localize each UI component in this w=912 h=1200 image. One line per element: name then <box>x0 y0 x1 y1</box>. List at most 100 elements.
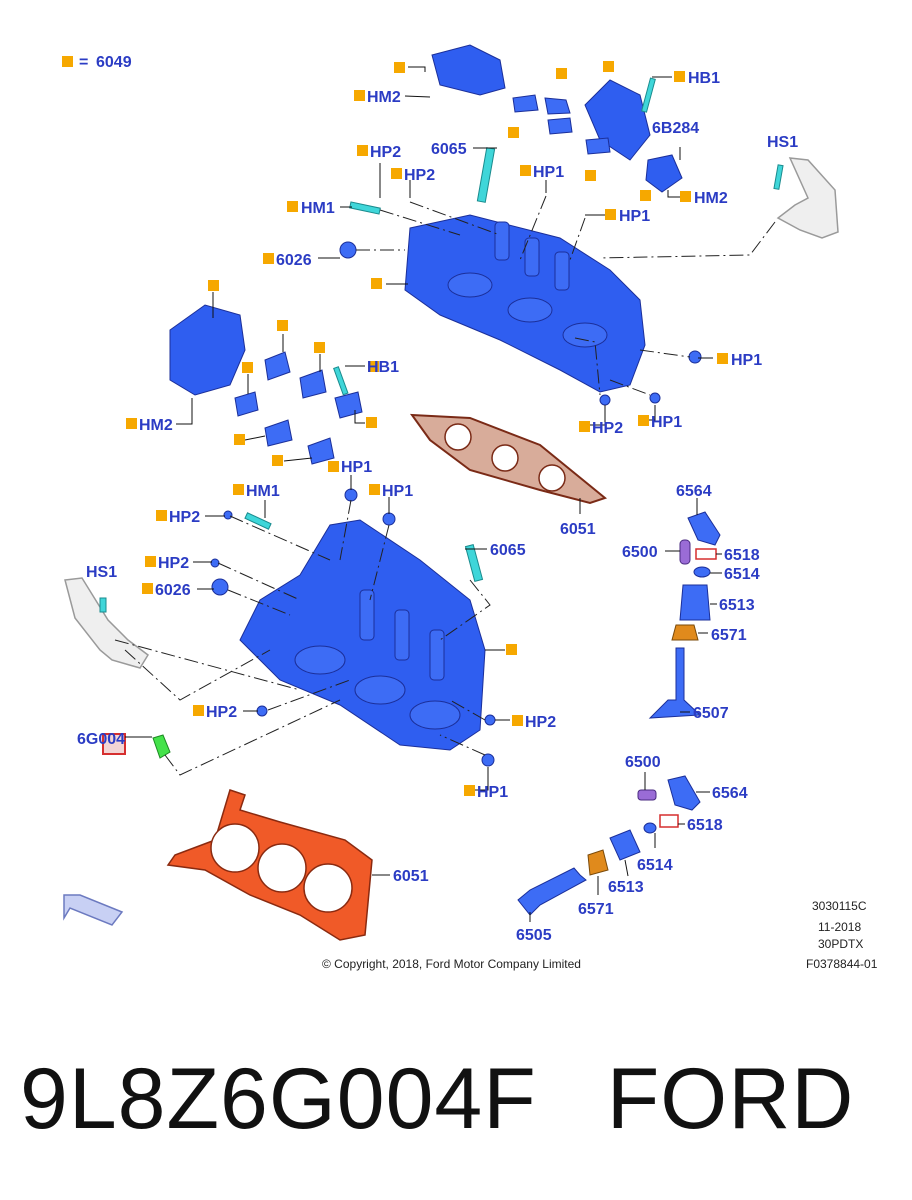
rocker-arm-6564-b <box>667 775 701 811</box>
dashed-line <box>574 337 601 396</box>
keepers-6518-a <box>695 548 717 560</box>
callout-6051: 6051 <box>393 868 429 885</box>
callout-6507: 6507 <box>693 705 729 722</box>
callout-hp1: HP1 <box>731 352 762 369</box>
lower-head-gasket <box>166 789 373 941</box>
dashed-line <box>164 699 341 776</box>
upper-head-gasket <box>409 413 608 505</box>
exploded-parts-diagram: = 6049 <box>62 44 878 971</box>
callout-hm1: HM1 <box>301 200 335 217</box>
part-number: 9L8Z6G004F <box>20 1051 537 1147</box>
callout-hs1: HS1 <box>86 564 117 581</box>
plug <box>484 714 496 726</box>
dashed-line <box>229 515 331 561</box>
part-6b284 <box>645 154 683 193</box>
dashed-line <box>569 217 586 261</box>
callout-6514: 6514 <box>724 566 760 583</box>
dashed-line <box>439 579 491 641</box>
plug-6026-lower <box>211 578 229 596</box>
direction-arrow-icon <box>63 894 124 926</box>
plug <box>210 558 220 568</box>
highlight-box <box>102 733 126 755</box>
callout-hp1: HP1 <box>533 164 564 181</box>
lower-cylinder-head <box>239 519 486 751</box>
callout-hb1: HB1 <box>367 359 399 376</box>
dashed-line <box>339 499 352 561</box>
legend-marker <box>62 56 73 67</box>
dashed-line <box>409 201 501 236</box>
seal-6571-b <box>587 849 609 876</box>
dashed-line <box>124 649 271 701</box>
callout-6513: 6513 <box>608 879 644 896</box>
leader-line <box>408 66 426 72</box>
legend-equals: = <box>79 54 88 71</box>
plug <box>223 510 233 520</box>
callout-6518: 6518 <box>724 547 760 564</box>
callout-hp2: HP2 <box>158 555 189 572</box>
leader-line <box>354 410 365 424</box>
plug-6026-upper <box>339 241 357 259</box>
plug <box>481 753 495 767</box>
plug <box>256 705 268 717</box>
dashed-line <box>639 349 691 358</box>
callout-6026: 6026 <box>276 252 312 269</box>
bracket-hs1-right <box>776 157 839 239</box>
callout-6514: 6514 <box>637 857 673 874</box>
dashed-line <box>379 209 461 236</box>
callout-6500: 6500 <box>625 754 661 771</box>
leader-line <box>590 405 606 426</box>
retainer-6514-b <box>643 822 657 834</box>
callout-hm2: HM2 <box>139 417 173 434</box>
callout-6b284: 6B284 <box>652 120 699 137</box>
brand-name: FORD <box>606 1051 855 1147</box>
left-bearing-caps <box>234 351 363 465</box>
callout-6564: 6564 <box>676 483 712 500</box>
rocker-arm-6564-a <box>687 511 721 546</box>
plug <box>382 512 396 526</box>
dashed-line <box>267 679 351 711</box>
callout-hs1: HS1 <box>767 134 798 151</box>
callout-hm1: HM1 <box>246 483 280 500</box>
callout-6518: 6518 <box>687 817 723 834</box>
meta-code-2: 30PDTX <box>818 937 863 951</box>
callout-hp2: HP2 <box>169 509 200 526</box>
pin <box>99 597 107 613</box>
callout-6564: 6564 <box>712 785 748 802</box>
left-bearing-cap-housing <box>169 304 246 396</box>
bolt-6065-lower <box>464 543 484 583</box>
plug <box>688 350 702 364</box>
dashed-line <box>114 639 301 691</box>
dashed-line <box>609 379 651 396</box>
callout-6051: 6051 <box>560 521 596 538</box>
callout-6g004: 6G004 <box>77 731 125 748</box>
dashed-line <box>519 195 547 261</box>
leader-line <box>176 398 193 425</box>
callout-hp2: HP2 <box>525 714 556 731</box>
bearing-cap <box>512 94 539 113</box>
callout-hp2: HP2 <box>370 144 401 161</box>
bolt-hm1-lower <box>244 512 272 530</box>
leader-line <box>404 95 431 98</box>
part-markers <box>126 61 728 796</box>
plug <box>599 394 611 406</box>
callout-hm2: HM2 <box>367 89 401 106</box>
pin <box>333 366 349 396</box>
leader-line <box>244 435 266 441</box>
plug <box>649 392 661 404</box>
callout-6065: 6065 <box>431 141 467 158</box>
meta-date: 11-2018 <box>818 920 861 934</box>
dashed-line <box>227 589 291 616</box>
bolt-hm1-upper <box>349 201 381 215</box>
bolt-6065-upper <box>476 147 496 203</box>
callout-hp2: HP2 <box>592 420 623 437</box>
seal-6571-a <box>671 624 699 641</box>
leader-line <box>624 859 629 877</box>
callout-hb1: HB1 <box>688 70 720 87</box>
sensor-6g004 <box>152 734 171 759</box>
callout-6505: 6505 <box>516 927 552 944</box>
lash-adjuster-6500-b <box>637 789 657 801</box>
retainer-6514-a <box>693 566 711 578</box>
dashed-line <box>369 524 390 601</box>
pin <box>773 164 784 190</box>
spring-6513-a <box>679 584 711 621</box>
